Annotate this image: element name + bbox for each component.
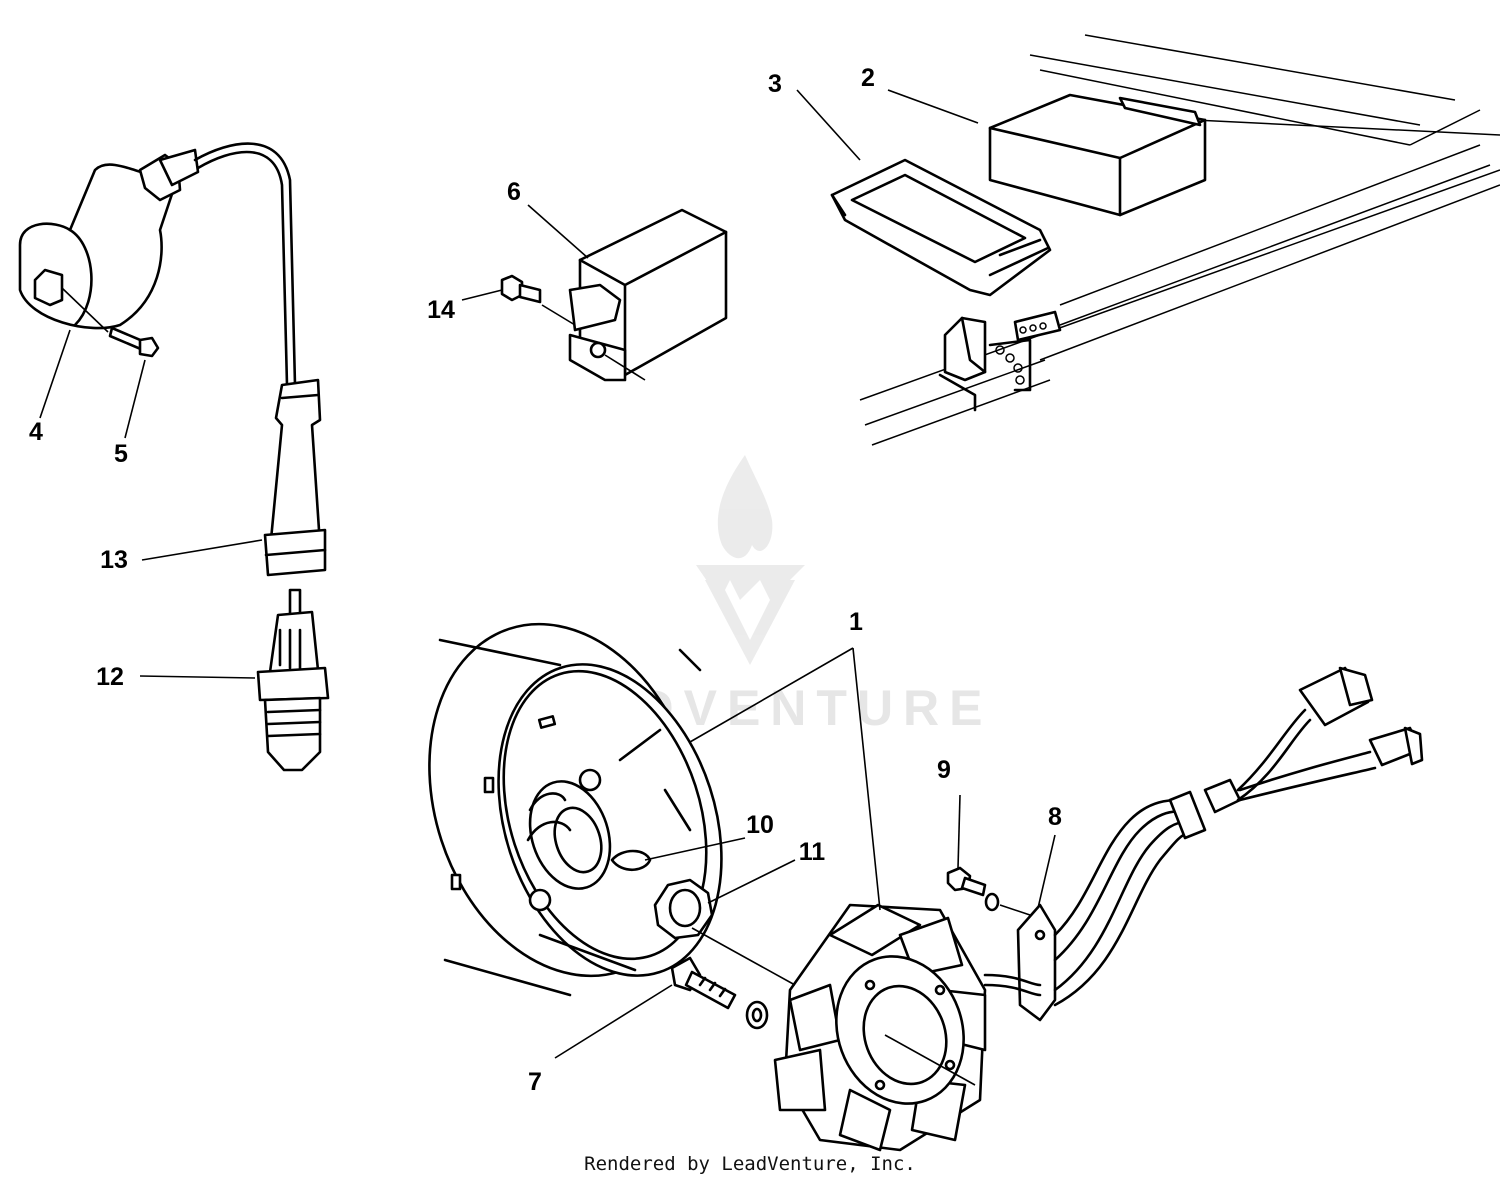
- plug-cap-part: [263, 378, 327, 577]
- flywheel-part: [428, 622, 723, 997]
- spark-plug-wire-edge: [196, 150, 289, 387]
- callout-9: 9: [937, 756, 951, 784]
- harness-connectors: [938, 310, 1062, 412]
- callout-4: 4: [29, 418, 43, 446]
- callout-13: 13: [100, 546, 128, 574]
- wire-clamp-part: [1016, 903, 1057, 1022]
- ignition-coil-part: [18, 148, 200, 330]
- regulator-part: [568, 208, 728, 382]
- leadventure-logo-icon: [696, 455, 805, 665]
- callout-8: 8: [1048, 803, 1062, 831]
- spark-plug-part: [256, 588, 330, 772]
- stator-bolt-part: [670, 956, 769, 1030]
- cdi-unit-part: [988, 93, 1207, 217]
- cdi-cover-part: [830, 158, 1052, 297]
- render-credit: Rendered by LeadVenture, Inc.: [584, 1153, 916, 1175]
- stator-part: [773, 903, 987, 1152]
- callout-10: 10: [746, 811, 774, 839]
- callout-2: 2: [861, 64, 875, 92]
- regulator-bolt-part: [500, 274, 576, 326]
- callout-7: 7: [528, 1068, 542, 1096]
- callout-6: 6: [507, 178, 521, 206]
- callout-5: 5: [114, 440, 128, 468]
- callout-1: 1: [849, 608, 863, 636]
- flywheel-nut-part: [653, 878, 714, 940]
- stator-harness: [983, 666, 1424, 1007]
- leader-lines: [39, 89, 1056, 1059]
- spark-plug-wire: [193, 142, 297, 387]
- callout-12: 12: [96, 663, 124, 691]
- callout-3: 3: [768, 70, 782, 98]
- callout-11: 11: [799, 838, 826, 866]
- coil-bolt-part: [61, 287, 160, 358]
- clamp-bolt-part: [946, 866, 1031, 916]
- woodruff-key-part: [610, 849, 652, 872]
- callout-14: 14: [427, 296, 455, 324]
